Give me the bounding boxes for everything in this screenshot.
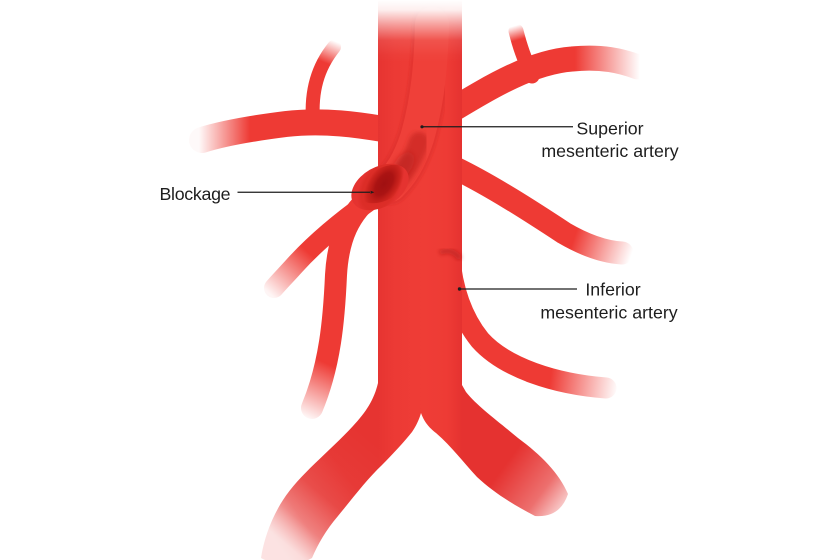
svg-text:Superior: Superior [576,119,643,139]
svg-text:mesenteric artery: mesenteric artery [541,141,678,161]
svg-text:Blockage: Blockage [160,184,231,204]
svg-text:mesenteric artery: mesenteric artery [540,303,677,323]
svg-text:Inferior: Inferior [585,280,640,300]
